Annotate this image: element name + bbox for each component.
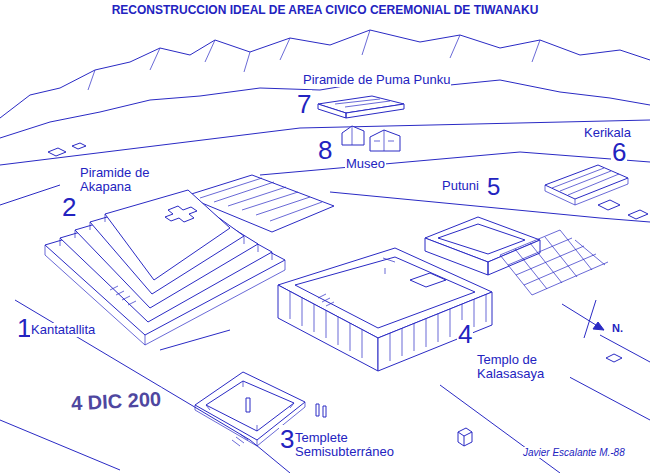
site-label: Templete Semisubterráneo (294, 431, 410, 460)
callout-number: 6 (611, 138, 627, 167)
diagram-title: RECONSTRUCCION IDEAL DE AREA CIVICO CERE… (111, 4, 540, 17)
callout-number: 8 (317, 136, 333, 165)
site-label: Museo (345, 157, 386, 171)
mountain-ridge (0, 80, 650, 138)
mountain-shading (88, 30, 540, 90)
callout-number: 3 (279, 425, 295, 454)
puma-punku-detail (335, 99, 390, 107)
templete-stela (246, 398, 326, 417)
callout-number: 4 (457, 320, 473, 349)
kerikala-rows (545, 168, 628, 205)
museum-building (342, 126, 364, 145)
museum-detail (352, 126, 394, 151)
kalasasaya-detail (318, 258, 395, 306)
ground-line (0, 120, 650, 473)
museum-building (370, 130, 400, 151)
callout-number: 5 (486, 174, 501, 200)
small-structure (48, 143, 86, 156)
small-structure (598, 200, 648, 362)
akapana-stairs (110, 286, 136, 305)
site-label: Templo de Kalasasaya (476, 353, 570, 382)
city-blocks (500, 230, 608, 295)
date-stamp: 4 DIC 200 (69, 388, 162, 415)
site-label: Piramide de Akapana (79, 166, 163, 195)
kerikala-block (545, 165, 628, 199)
putuni-face (425, 238, 540, 275)
kalasasaya-wall-face (278, 285, 378, 371)
kalasasaya-wall-face (378, 292, 492, 371)
site-label: Piramide de Puma Punku (302, 73, 451, 87)
puma-punku-face (318, 104, 404, 118)
monolith (458, 428, 472, 446)
author-signature: Javier Escalante M.-88 (522, 447, 626, 458)
templete-stairs (232, 434, 248, 446)
mountain-ridge (0, 30, 650, 118)
site-label: Putuni (441, 179, 480, 193)
compass-arrowhead (593, 322, 604, 330)
akapana-cross (165, 206, 197, 222)
kalasasaya-pillars (290, 291, 486, 361)
callout-number: 2 (61, 193, 77, 222)
callout-number: 7 (296, 90, 312, 119)
site-label: Kantatallita (30, 323, 96, 337)
compass-label: N. (611, 322, 624, 334)
akapana-terrace (105, 190, 230, 280)
kalasasaya-inner-building (410, 273, 446, 287)
compass-arrow (562, 300, 604, 338)
akapana-ramp-steps (200, 178, 322, 221)
